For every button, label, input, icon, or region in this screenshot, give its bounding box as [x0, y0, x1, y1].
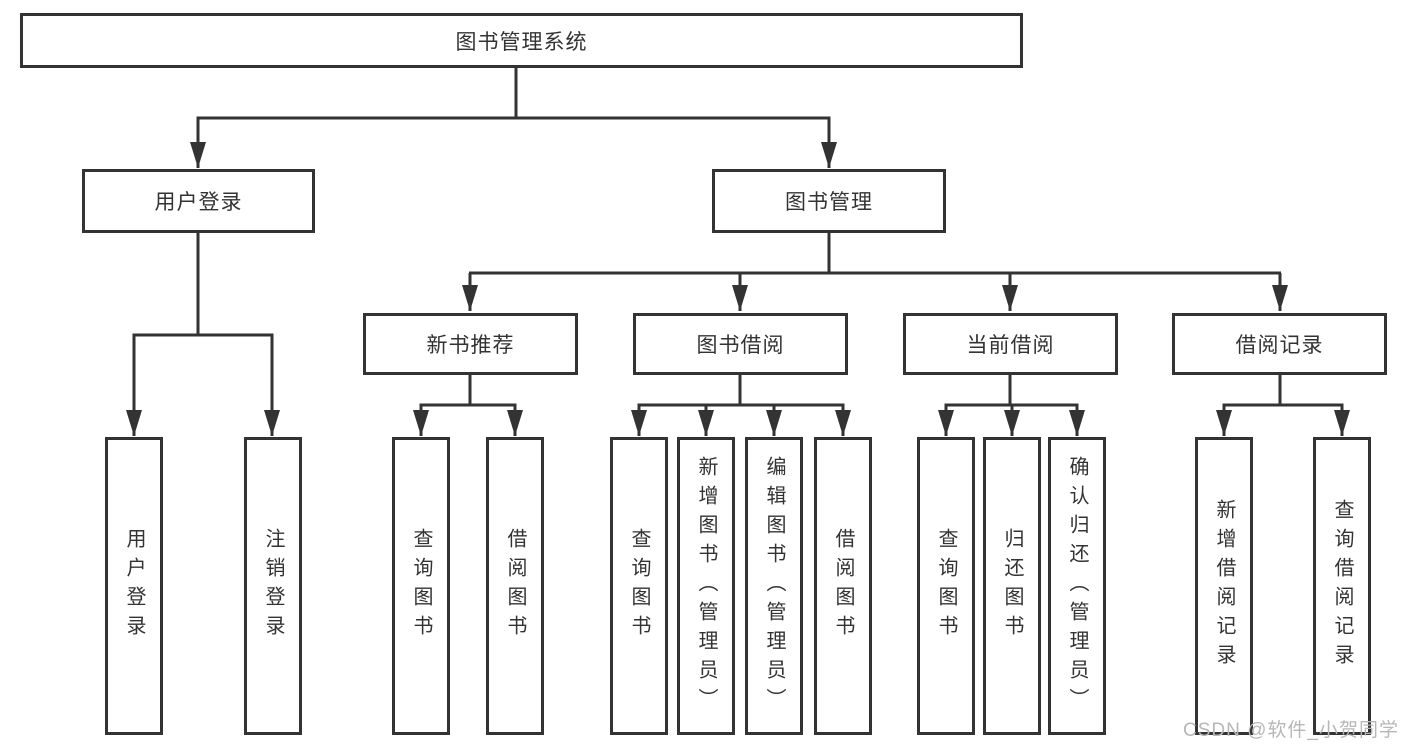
leaf-query-books-borrow: 查询图书: [610, 437, 668, 735]
node-book-management: 图书管理: [712, 169, 946, 233]
node-new-book-recommend: 新书推荐: [363, 313, 578, 375]
node-current-borrow: 当前借阅: [903, 313, 1118, 375]
leaf-query-books-recommend: 查询图书: [392, 437, 450, 735]
node-root: 图书管理系统: [20, 13, 1023, 68]
leaf-query-borrow-record: 查询借阅记录: [1313, 437, 1371, 735]
node-borrow-records: 借阅记录: [1172, 313, 1387, 375]
leaf-logout: 注销登录: [244, 437, 302, 735]
csdn-watermark: CSDN @软件_小贺同学: [1183, 720, 1399, 741]
node-user-login: 用户登录: [82, 169, 315, 233]
leaf-borrow-books: 借阅图书: [814, 437, 872, 735]
leaf-add-books-admin: 新增图书（管理员）: [677, 437, 735, 735]
leaf-edit-books-admin: 编辑图书（管理员）: [745, 437, 803, 735]
leaf-confirm-return-admin: 确认归还（管理员）: [1048, 437, 1106, 735]
node-book-borrow: 图书借阅: [633, 313, 848, 375]
leaf-query-books-current: 查询图书: [917, 437, 975, 735]
connector-group: [126, 68, 1350, 436]
leaf-return-books: 归还图书: [983, 437, 1041, 735]
leaf-add-borrow-record: 新增借阅记录: [1195, 437, 1253, 735]
leaf-user-login: 用户登录: [105, 437, 163, 735]
leaf-borrow-books-recommend: 借阅图书: [486, 437, 544, 735]
